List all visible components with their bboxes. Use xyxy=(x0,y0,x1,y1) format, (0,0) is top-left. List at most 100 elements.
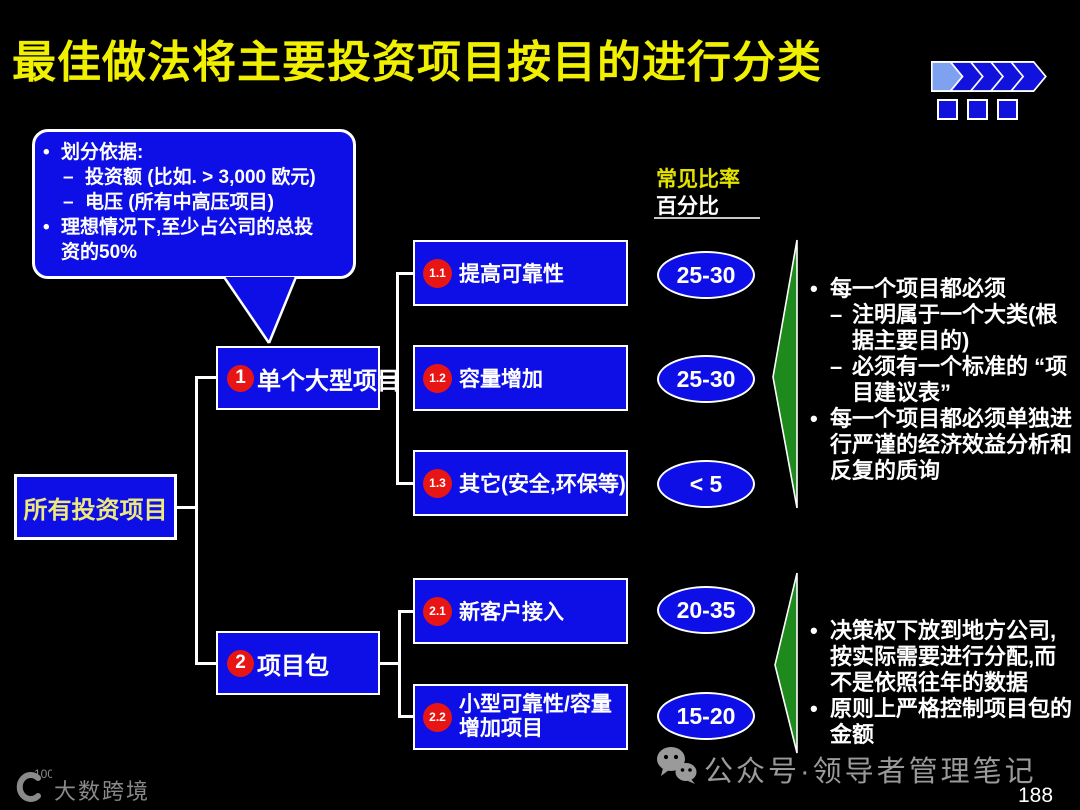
note-line: • 决策权下放到地方公司, xyxy=(810,618,1078,644)
dash-marker: – xyxy=(830,354,843,379)
leaf-capacity-increase: 1.2 容量增加 xyxy=(413,345,628,411)
leaf-small-reliability-capacity: 2.2 小型可靠性/容量增加项目 xyxy=(413,684,628,750)
leaf-label: 其它(安全,环保等) xyxy=(459,473,626,496)
bullet-marker: • xyxy=(43,217,50,238)
square-icon xyxy=(937,99,958,120)
ratio-value: < 5 xyxy=(689,470,723,497)
connector-line xyxy=(195,376,216,379)
note-line: 不是依照往年的数据 xyxy=(810,670,1078,696)
wechat-account-label: 公众号·领导者管理笔记 xyxy=(704,756,1037,788)
leaf-other-safety-environment: 1.3 其它(安全,环保等) xyxy=(413,450,628,516)
number-badge: 1.3 xyxy=(423,468,452,498)
dash-marker: – xyxy=(63,167,74,188)
page-number: 188 xyxy=(1018,784,1054,807)
callout-line: • 划分依据: xyxy=(43,140,345,165)
note-line: •原则上严格控制项目包的 xyxy=(810,696,1078,722)
ratio-value: 25-30 xyxy=(676,261,736,288)
note-text: 据主要目的) xyxy=(852,328,970,353)
leaf-new-customer-connection: 2.1 新客户接入 xyxy=(413,578,628,644)
ratio-value: 25-30 xyxy=(676,365,736,392)
note-line: 按实际需要进行分配,而 xyxy=(810,644,1078,670)
note-line: 目建议表” xyxy=(810,380,1078,406)
ratio-ellipse-2-2: 15-20 xyxy=(657,692,755,740)
note-line: • 每一个项目都必须 xyxy=(810,276,1078,302)
dash-marker: – xyxy=(63,192,74,213)
connector-line xyxy=(396,272,399,485)
note-line: 据主要目的) xyxy=(810,328,1078,354)
note-line: •每一个项目都必须单独进 xyxy=(810,406,1078,432)
number-badge: 2 xyxy=(227,649,254,677)
callout-line: 资的50% xyxy=(43,240,345,265)
leaf-label: 容量增加 xyxy=(459,368,543,391)
note-text: 反复的质询 xyxy=(830,458,941,483)
note-text: 不是依照往年的数据 xyxy=(830,670,1029,695)
bullet-marker: • xyxy=(810,618,818,643)
note-line: 金额 xyxy=(810,722,1078,748)
note-text: 目建议表” xyxy=(852,380,952,405)
green-arrow-bottom-icon xyxy=(774,572,798,754)
connector-line xyxy=(398,715,413,718)
note-line: 行严谨的经济效益分析和 xyxy=(810,432,1078,458)
watermark-text: 大数跨境 xyxy=(54,779,151,804)
process-chevrons-icon xyxy=(931,61,1047,92)
connector-line xyxy=(398,610,401,718)
note-text: 原则上严格控制项目包的 xyxy=(830,696,1073,721)
node-label: 单个大型项目 xyxy=(257,367,401,395)
connector-line xyxy=(398,610,413,613)
note-text: 必须有一个标准的 “项 xyxy=(852,354,1068,379)
connector-line xyxy=(396,272,413,275)
notes-top: •每一个项目都必须 –注明属于一个大类(根 据主要目的) –必须有一个标准的 “… xyxy=(810,276,1078,484)
number-badge: 2.1 xyxy=(423,596,452,626)
square-icon xyxy=(997,99,1018,120)
bullet-marker: • xyxy=(810,406,818,431)
callout-tail xyxy=(222,277,298,344)
ratio-header-title: 常见比率 xyxy=(656,168,740,191)
number-badge: 1 xyxy=(227,364,254,392)
bullet-marker: • xyxy=(810,276,818,301)
note-text: 决策权下放到地方公司, xyxy=(830,618,1057,643)
note-text: 行严谨的经济效益分析和 xyxy=(830,432,1073,457)
node-project-package: 2 项目包 xyxy=(216,631,380,695)
ratio-value: 15-20 xyxy=(676,702,736,729)
watermark-logo-icon: 100 xyxy=(16,767,52,802)
leaf-label: 新客户接入 xyxy=(459,601,564,624)
node-label: 项目包 xyxy=(257,652,329,680)
ratio-header-subtitle: 百分比 xyxy=(656,195,719,218)
callout-line: –投资额 (比如. > 3,000 欧元) xyxy=(43,165,345,190)
connector-line xyxy=(380,662,400,665)
criteria-callout: • 划分依据: –投资额 (比如. > 3,000 欧元) –电压 (所有中高压项… xyxy=(32,129,356,279)
number-badge: 2.2 xyxy=(423,702,452,732)
note-text: 注明属于一个大类(根 xyxy=(852,302,1058,327)
callout-line: • 理想情况下,至少占公司的总投 xyxy=(43,215,345,240)
bullet-marker: • xyxy=(43,142,50,163)
callout-text: 投资额 (比如. > 3,000 欧元) xyxy=(85,167,316,188)
svg-text:100: 100 xyxy=(34,767,52,781)
node-label: 所有投资项目 xyxy=(23,496,168,524)
callout-text: 理想情况下,至少占公司的总投 xyxy=(61,217,314,238)
connector-line xyxy=(195,376,198,665)
square-icon xyxy=(967,99,988,120)
note-line: –必须有一个标准的 “项 xyxy=(810,354,1078,380)
leaf-label: 小型可靠性/容量增加项目 xyxy=(459,692,612,740)
node-all-investment-projects: 所有投资项目 xyxy=(14,474,177,540)
connector-line xyxy=(396,482,413,485)
callout-line: –电压 (所有中高压项目) xyxy=(43,190,345,215)
ratio-ellipse-1-2: 25-30 xyxy=(657,355,755,403)
number-badge: 1.1 xyxy=(423,258,452,288)
connector-line xyxy=(380,376,398,379)
number-badge: 1.2 xyxy=(423,363,452,393)
ratio-ellipse-1-3: < 5 xyxy=(657,460,755,508)
wechat-icon xyxy=(657,747,697,784)
callout-text: 电压 (所有中高压项目) xyxy=(85,192,274,213)
note-text: 按实际需要进行分配,而 xyxy=(830,644,1057,669)
leaf-label: 提高可靠性 xyxy=(459,263,564,286)
ratio-header-underline xyxy=(654,217,760,219)
note-text: 每一个项目都必须 xyxy=(830,276,1007,301)
leaf-improve-reliability: 1.1 提高可靠性 xyxy=(413,240,628,306)
dash-marker: – xyxy=(830,302,843,327)
ratio-value: 20-35 xyxy=(676,596,736,623)
note-line: –注明属于一个大类(根 xyxy=(810,302,1078,328)
callout-text: 划分依据: xyxy=(61,142,144,163)
connector-line xyxy=(195,662,216,665)
